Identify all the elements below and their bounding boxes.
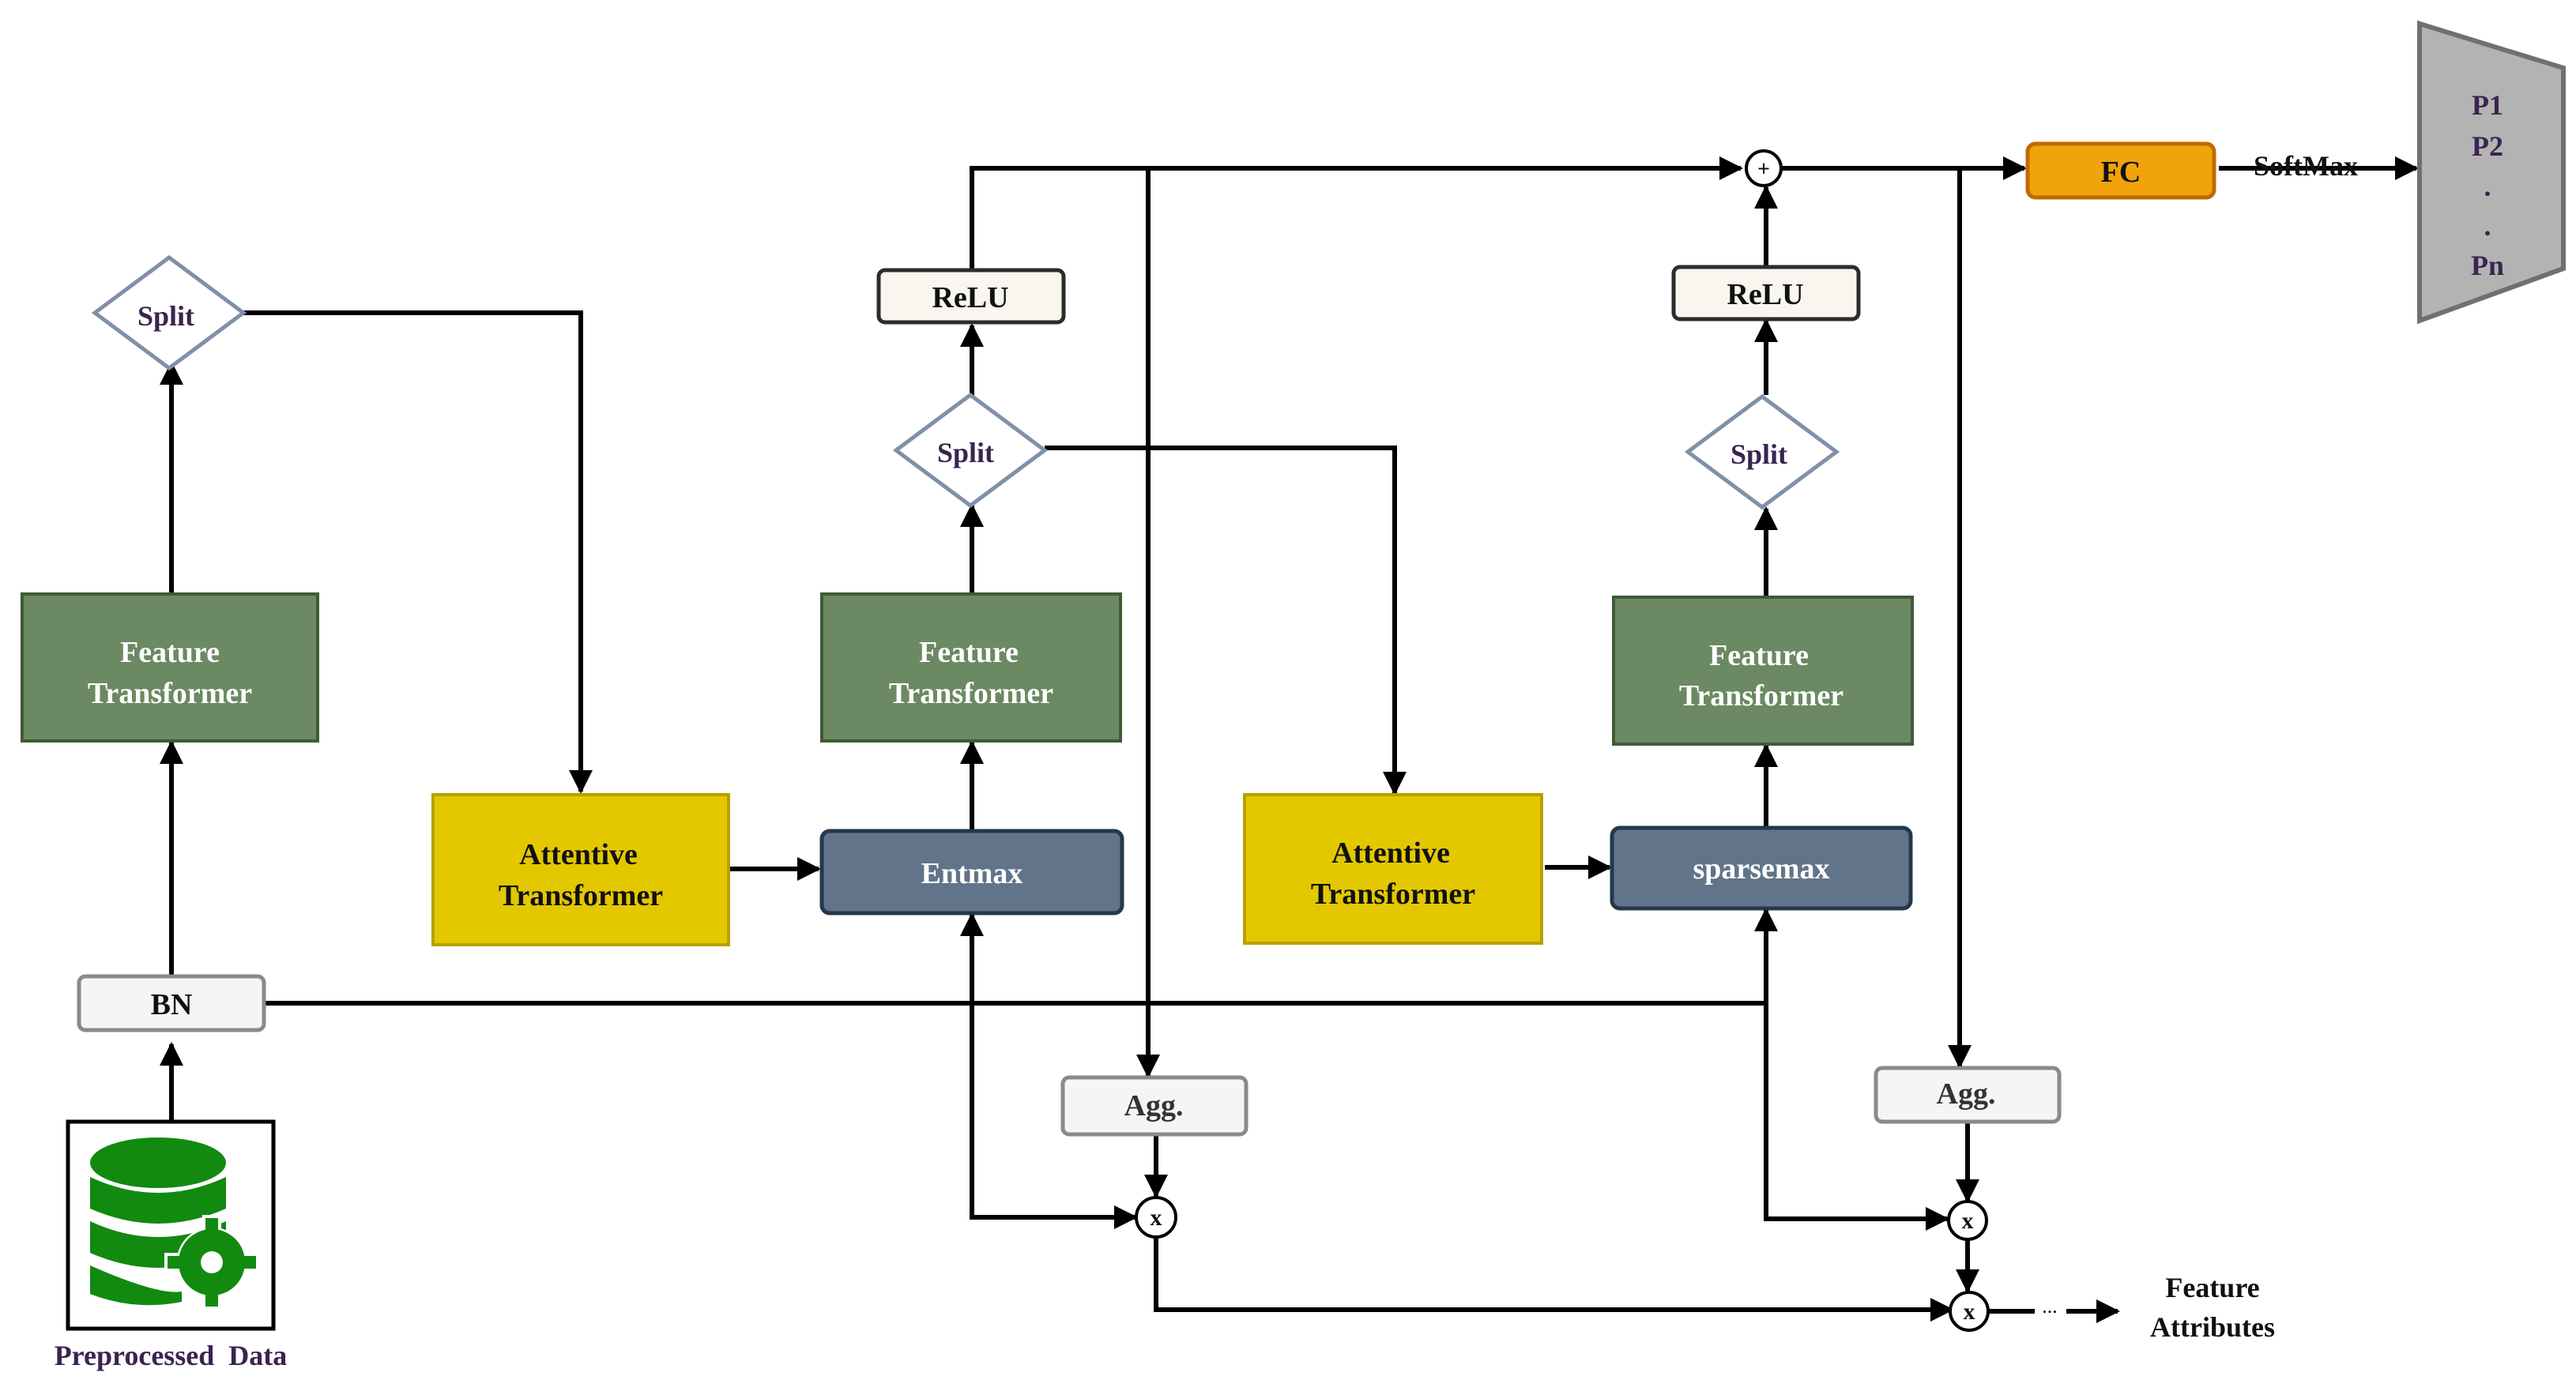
- attentive-transformer-2-line2: Transformer: [1311, 878, 1475, 911]
- output-dot-1: .: [2484, 171, 2491, 202]
- output-block: P1 P2 . . Pn: [2417, 20, 2566, 325]
- split-1-label: Split: [137, 300, 194, 332]
- entmax-label: Entmax: [921, 857, 1023, 890]
- edge-split2-to-at2: [1045, 446, 1407, 795]
- split-3: Split: [1684, 393, 1840, 510]
- attentive-transformer-1-line1: Attentive: [519, 838, 638, 871]
- multiply-2-label: x: [1962, 1208, 1974, 1234]
- edge-sparsemax-to-mult2: [1764, 1003, 1949, 1231]
- output-p1: P1: [2472, 89, 2503, 121]
- feature-transformer-2-line1: Feature: [919, 636, 1019, 669]
- sparsemax-label: sparsemax: [1693, 852, 1829, 886]
- multiply-1: x: [1135, 1196, 1177, 1239]
- split-2-label: Split: [937, 437, 994, 468]
- relu-2-label: ReLU: [1727, 278, 1803, 311]
- sparsemax-block: sparsemax: [1610, 825, 1913, 911]
- connectors: [160, 156, 2419, 1323]
- feature-attributes-line2: Attributes: [2150, 1311, 2275, 1343]
- output-pn: Pn: [2471, 250, 2504, 281]
- output-p2: P2: [2472, 130, 2503, 162]
- multiply-2: x: [1947, 1200, 1988, 1241]
- feature-attributes-line1: Feature: [2165, 1272, 2259, 1303]
- bn-block: BN: [77, 974, 266, 1032]
- agg-2-label: Agg.: [1937, 1077, 1996, 1111]
- relu-2: ReLU: [1671, 265, 1861, 321]
- output-dot-2: .: [2484, 210, 2491, 242]
- multiply-3-label: x: [1964, 1299, 1975, 1325]
- data-source-label: Preprocessed Data: [55, 1340, 288, 1371]
- relu-1: ReLU: [876, 268, 1066, 325]
- sum-label: +: [1757, 157, 1770, 182]
- feature-transformer-3: Feature Transformer: [1612, 596, 1914, 746]
- relu-1-label: ReLU: [932, 281, 1008, 314]
- feature-transformer-1: Feature Transformer: [21, 592, 319, 743]
- agg-2: Agg.: [1874, 1066, 2062, 1124]
- entmax-block: Entmax: [819, 829, 1124, 916]
- split-2: Split: [892, 392, 1049, 509]
- agg-1: Agg.: [1060, 1075, 1248, 1137]
- softmax-label: SoftMax: [2254, 150, 2358, 182]
- multiply-3: x: [1949, 1291, 1990, 1332]
- attentive-transformer-1-line2: Transformer: [499, 879, 663, 912]
- feature-attributes: Feature Attributes: [2150, 1272, 2275, 1343]
- attentive-transformer-2-line1: Attentive: [1331, 837, 1450, 870]
- fc-block: FC: [2025, 141, 2216, 200]
- sum-node: +: [1745, 149, 1783, 187]
- edge-entmax-to-mult1: [960, 912, 1138, 1229]
- feature-transformer-1-line1: Feature: [120, 636, 220, 669]
- multiply-1-label: x: [1151, 1205, 1162, 1231]
- bn-label: BN: [151, 988, 193, 1021]
- feature-transformer-2: Feature Transformer: [820, 592, 1122, 743]
- data-source-block: Preprocessed Data: [55, 1119, 288, 1371]
- attentive-transformer-1: Attentive Transformer: [431, 793, 730, 946]
- feature-transformer-2-line2: Transformer: [889, 677, 1053, 710]
- edge-mult1-to-mult3: [1154, 1238, 1954, 1322]
- agg-1-label: Agg.: [1124, 1089, 1184, 1122]
- split-3-label: Split: [1731, 438, 1787, 470]
- feature-transformer-3-line2: Transformer: [1679, 679, 1843, 713]
- attentive-transformer-2: Attentive Transformer: [1243, 793, 1543, 945]
- fc-label: FC: [2101, 156, 2141, 189]
- database-gear-icon: [90, 1137, 259, 1310]
- feature-transformer-1-line2: Transformer: [88, 677, 252, 710]
- ellipsis-label: ...: [2042, 1295, 2058, 1318]
- edge-split1-to-at1: [243, 310, 593, 794]
- feature-transformer-3-line1: Feature: [1709, 639, 1809, 672]
- edge-relu1-to-sum: [970, 156, 1743, 270]
- split-1: Split: [91, 254, 247, 371]
